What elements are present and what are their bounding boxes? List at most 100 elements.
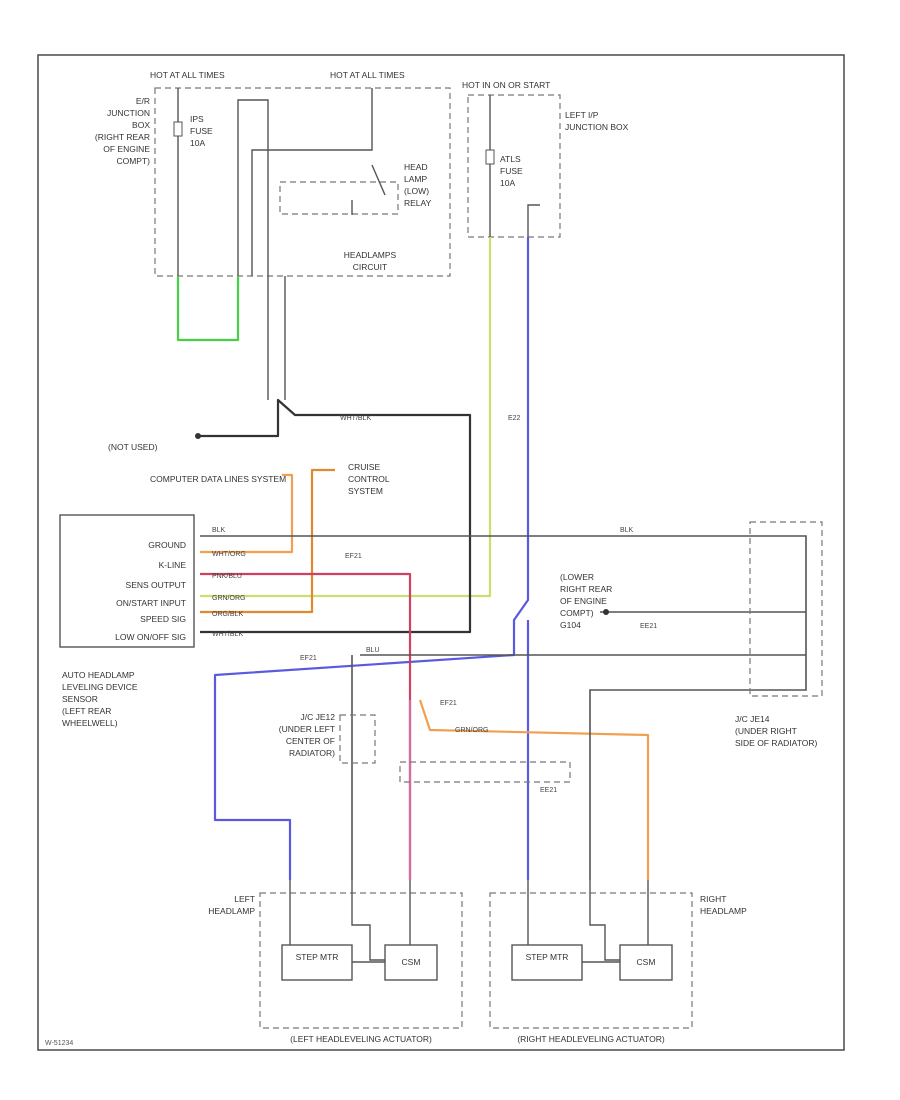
svg-text:ATLS: ATLS [500, 154, 521, 164]
svg-text:E/R: E/R [136, 96, 150, 106]
sensor-pin-labels: GROUND K-LINE SENS OUTPUT ON/START INPUT… [115, 540, 186, 642]
right-step-motor [511, 944, 583, 981]
jc-je12-box [339, 714, 376, 764]
svg-text:GROUND: GROUND [148, 540, 186, 550]
svg-text:(RIGHT REAR: (RIGHT REAR [95, 132, 150, 142]
relay-wire [237, 99, 269, 276]
svg-text:(UNDER LEFT: (UNDER LEFT [279, 724, 335, 734]
right-headlamp-box [489, 892, 693, 1029]
ground-wire [200, 535, 807, 691]
diagram-frame [37, 54, 845, 1051]
wire-code-grn-org: GRN/ORG [455, 727, 488, 734]
cruise-control-label: CRUISE CONTROL SYSTEM [348, 462, 390, 496]
left-ip-box-label: LEFT I/P JUNCTION BOX [565, 110, 629, 132]
wire-code-blk-1: BLK [212, 527, 226, 534]
svg-text:LAMP: LAMP [404, 174, 427, 184]
ground-label: (LOWER RIGHT REAR OF ENGINE COMPT) G104 [560, 572, 612, 630]
right-ground-stub [589, 880, 620, 961]
wire-code-wht-org: WHT/ORG [212, 551, 246, 558]
svg-text:K-LINE: K-LINE [159, 560, 187, 570]
leveling-sensor-box [59, 514, 195, 648]
svg-text:(LEFT REAR: (LEFT REAR [62, 706, 111, 716]
svg-text:HEADLAMP: HEADLAMP [208, 906, 255, 916]
svg-text:RELAY: RELAY [404, 198, 432, 208]
headlamps-circuit-box [154, 87, 451, 277]
svg-text:CONTROL: CONTROL [348, 474, 390, 484]
sensor-label: AUTO HEADLAMP LEVELING DEVICE SENSOR (LE… [62, 670, 138, 728]
svg-text:OF ENGINE: OF ENGINE [560, 596, 607, 606]
ee21-connector-box [399, 761, 571, 783]
connector-ef21-a: EF21 [345, 553, 362, 560]
left-headlamp-label: LEFT HEADLAMP [208, 894, 255, 916]
connector-ef21-c: EF21 [440, 700, 457, 707]
connector-e22: E22 [508, 415, 521, 422]
connector-ef21-b: EF21 [300, 655, 317, 662]
left-step-motor-label: STEP MTR [296, 952, 339, 962]
right-headlamp-label: RIGHT HEADLAMP [700, 894, 747, 916]
svg-text:J/C JE14: J/C JE14 [735, 714, 770, 724]
fuse-1-icon [173, 121, 183, 137]
left-headlamp-box [259, 892, 463, 1029]
fuse-1-label: IPS FUSE 10A [190, 114, 213, 148]
right-actuator-label: (RIGHT HEADLEVELING ACTUATOR) [517, 1034, 665, 1044]
right-step-motor-label: STEP MTR [526, 952, 569, 962]
svg-text:LOW ON/OFF SIG: LOW ON/OFF SIG [115, 632, 186, 642]
svg-text:LEFT: LEFT [234, 894, 255, 904]
svg-text:SYSTEM: SYSTEM [348, 486, 383, 496]
svg-text:(LOWER: (LOWER [560, 572, 594, 582]
svg-text:HEADLAMP: HEADLAMP [700, 906, 747, 916]
fuse-2-icon [485, 149, 495, 165]
diagram-code: W-51234 [45, 1040, 73, 1047]
svg-text:(LOW): (LOW) [404, 186, 429, 196]
svg-text:BOX: BOX [132, 120, 150, 130]
engine-box-label: E/R JUNCTION BOX (RIGHT REAR OF ENGINE C… [95, 96, 150, 166]
k-line-wire [200, 473, 294, 554]
relay-switch-icon [371, 164, 386, 196]
not-used-label: (NOT USED) [108, 442, 158, 452]
svg-text:SENS OUTPUT: SENS OUTPUT [126, 580, 186, 590]
svg-text:HEADLAMPS: HEADLAMPS [344, 250, 397, 260]
jc-je14-box [749, 521, 823, 697]
wire-code-wht-blk: WHT/BLK [212, 631, 243, 638]
headlamps-circuit-label: HEADLAMPS CIRCUIT [344, 250, 397, 272]
svg-text:COMPT): COMPT) [116, 156, 150, 166]
svg-text:10A: 10A [190, 138, 205, 148]
svg-text:JUNCTION: JUNCTION [107, 108, 150, 118]
right-csm-label: CSM [637, 957, 656, 967]
power-label-2: HOT AT ALL TIMES [330, 70, 405, 80]
svg-text:JUNCTION BOX: JUNCTION BOX [565, 122, 629, 132]
left-actuator-label: (LEFT HEADLEVELING ACTUATOR) [290, 1034, 432, 1044]
left-csm [384, 944, 438, 981]
svg-text:AUTO HEADLAMP: AUTO HEADLAMP [62, 670, 135, 680]
svg-text:ON/START INPUT: ON/START INPUT [116, 598, 186, 608]
fuse-2-label: ATLS FUSE 10A [500, 154, 523, 188]
not-used-terminal [195, 433, 201, 439]
jc-je12-label: J/C JE12 (UNDER LEFT CENTER OF RADIATOR) [279, 712, 335, 758]
wire-code-wht-blk-2: WHT/BLK [340, 415, 371, 422]
svg-text:FUSE: FUSE [190, 126, 213, 136]
svg-text:RADIATOR): RADIATOR) [289, 748, 335, 758]
power-label-3: HOT IN ON OR START [462, 80, 550, 90]
wire-code-grn: GRN/ORG [212, 595, 245, 602]
relay-label: HEAD LAMP (LOW) RELAY [404, 162, 432, 208]
svg-text:J/C JE12: J/C JE12 [301, 712, 336, 722]
svg-text:SENSOR: SENSOR [62, 694, 98, 704]
relay-coil-wire [251, 88, 373, 276]
svg-text:CIRCUIT: CIRCUIT [353, 262, 387, 272]
power-label-1: HOT AT ALL TIMES [150, 70, 225, 80]
orange-right-wire [418, 699, 650, 880]
ground-right-headlamp [589, 689, 756, 880]
svg-text:COMPT): COMPT) [560, 608, 594, 618]
wire-code-pnk: PNK/BLU [212, 573, 242, 580]
on-start-input-wire [200, 237, 492, 598]
left-step-motor [281, 944, 353, 981]
left-csm-label: CSM [402, 957, 421, 967]
svg-text:CENTER OF: CENTER OF [286, 736, 335, 746]
svg-text:SPEED SIG: SPEED SIG [140, 614, 186, 624]
svg-text:SIDE OF RADIATOR): SIDE OF RADIATOR) [735, 738, 818, 748]
blue-main-wire [213, 237, 530, 880]
left-ground-stub [351, 880, 385, 961]
ip-ground-wire [527, 204, 540, 237]
svg-text:10A: 10A [500, 178, 515, 188]
